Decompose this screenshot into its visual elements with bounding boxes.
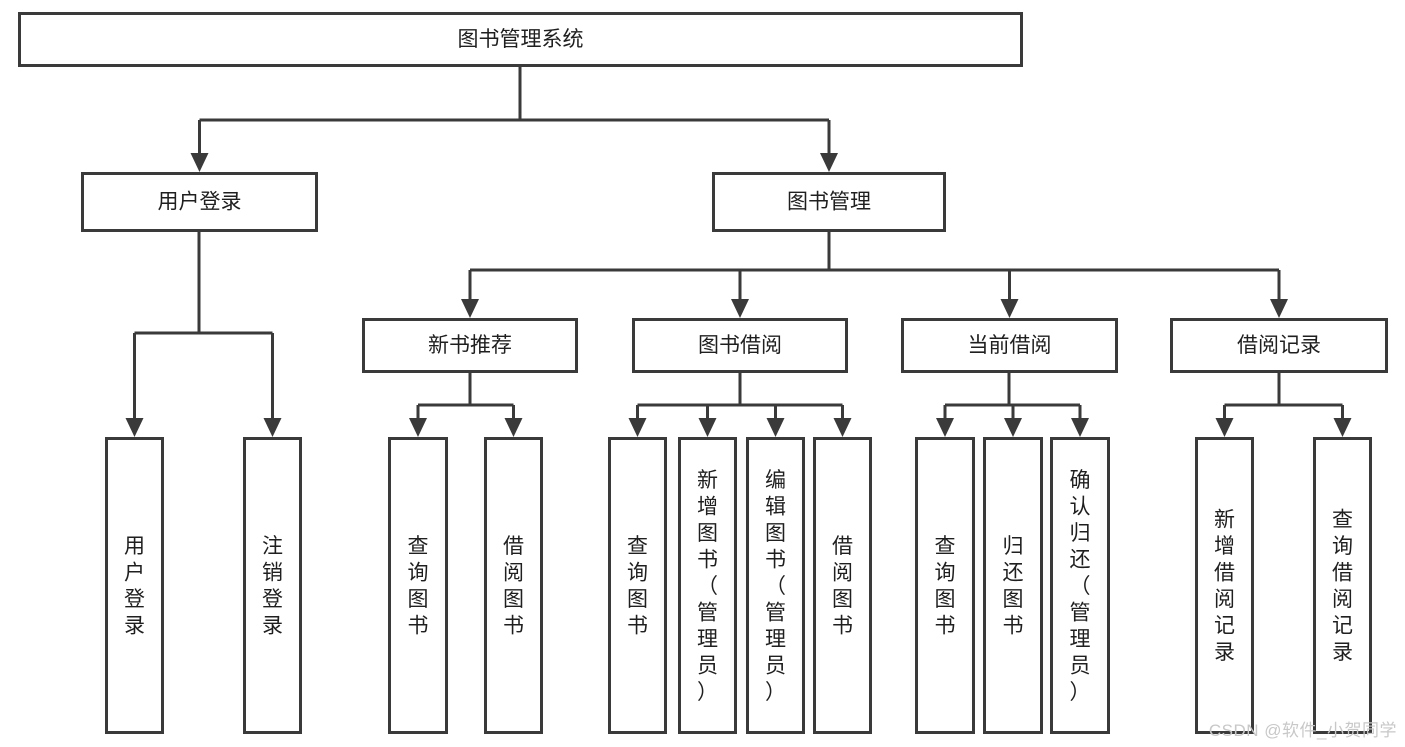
node-label: 新增图书（管理员） — [697, 469, 718, 704]
node-label: 新增借阅记录 — [1214, 509, 1235, 665]
node-leaf-query-book-2[interactable]: 查询图书 — [608, 437, 667, 734]
edge-layer — [125, 67, 1352, 437]
node-borrow-record[interactable]: 借阅记录 — [1170, 318, 1388, 373]
node-leaf-query-book-3[interactable]: 查询图书 — [915, 437, 975, 734]
node-leaf-borrow-book-1[interactable]: 借阅图书 — [484, 437, 543, 734]
connector-trunk-book-borrow — [628, 373, 852, 437]
connector-trunk-book-manage — [461, 232, 1288, 318]
node-leaf-edit-book[interactable]: 编辑图书（管理员） — [746, 437, 805, 734]
node-label: 图书管理 — [787, 191, 871, 214]
connector-trunk-new-book-rec — [409, 373, 523, 437]
connector-trunk-root — [190, 67, 838, 172]
node-label: 图书借阅 — [698, 334, 782, 357]
node-label: 归还图书 — [1003, 535, 1024, 638]
node-leaf-borrow-book-2[interactable]: 借阅图书 — [813, 437, 872, 734]
connector-trunk-current-borrow — [936, 373, 1089, 437]
csdn-watermark: CSDN @软件_小贺同学 — [1208, 721, 1397, 740]
node-label: 查询图书 — [408, 535, 429, 638]
node-label: 注销登录 — [262, 535, 283, 638]
node-current-borrow[interactable]: 当前借阅 — [901, 318, 1118, 373]
node-label: 借阅图书 — [832, 535, 853, 638]
node-user-login[interactable]: 用户登录 — [81, 172, 318, 232]
connector-trunk-borrow-record — [1215, 373, 1352, 437]
node-label: 确认归还（管理员） — [1070, 469, 1091, 704]
node-label: 用户登录 — [158, 191, 242, 214]
node-book-borrow[interactable]: 图书借阅 — [632, 318, 848, 373]
node-layer: 图书管理系统用户登录图书管理新书推荐图书借阅当前借阅借阅记录用户登录注销登录查询… — [18, 12, 1388, 734]
node-label: 查询图书 — [627, 535, 648, 638]
node-leaf-return-book[interactable]: 归还图书 — [983, 437, 1043, 734]
node-label: 新书推荐 — [428, 334, 512, 357]
node-label: 查询图书 — [935, 535, 956, 638]
node-leaf-query-book-1[interactable]: 查询图书 — [388, 437, 448, 734]
node-book-manage[interactable]: 图书管理 — [712, 172, 946, 232]
node-leaf-add-record[interactable]: 新增借阅记录 — [1195, 437, 1254, 734]
node-new-book-rec[interactable]: 新书推荐 — [362, 318, 578, 373]
node-label: 用户登录 — [124, 535, 145, 638]
node-leaf-user-login[interactable]: 用户登录 — [105, 437, 164, 734]
node-label: 编辑图书（管理员） — [765, 469, 786, 704]
node-root[interactable]: 图书管理系统 — [18, 12, 1023, 67]
node-label: 借阅记录 — [1237, 334, 1321, 357]
node-label: 借阅图书 — [503, 535, 524, 638]
node-leaf-logout[interactable]: 注销登录 — [243, 437, 302, 734]
node-label: 查询借阅记录 — [1332, 509, 1353, 665]
node-label: 图书管理系统 — [458, 28, 584, 51]
node-leaf-confirm-return[interactable]: 确认归还（管理员） — [1050, 437, 1110, 734]
node-label: 当前借阅 — [968, 334, 1052, 357]
node-leaf-query-record[interactable]: 查询借阅记录 — [1313, 437, 1372, 734]
connector-trunk-user-login — [125, 232, 282, 437]
node-leaf-add-book[interactable]: 新增图书（管理员） — [678, 437, 737, 734]
